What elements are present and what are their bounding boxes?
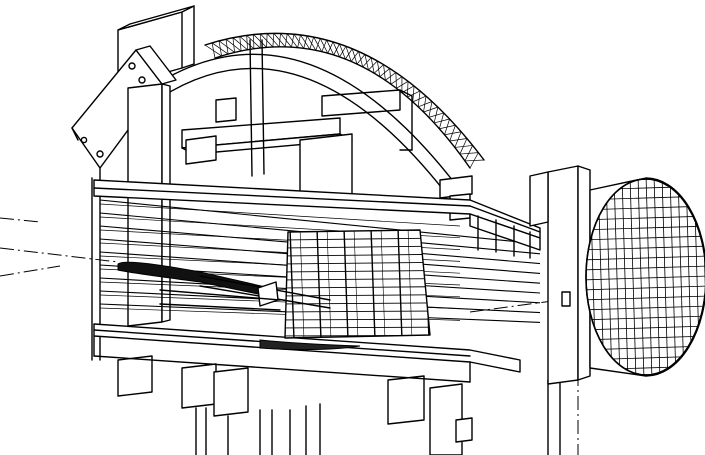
- bolt-icon: [80, 136, 88, 144]
- bolt-icon: [138, 76, 146, 84]
- calorimeter-module-grid: [284, 229, 431, 339]
- support-legs: [117, 355, 561, 455]
- bolt-icon: [128, 62, 136, 70]
- end-cap-cylinder: [585, 177, 705, 377]
- inner-tracker-tube: [117, 261, 331, 311]
- port-slot: [561, 291, 571, 307]
- bolt-icon: [96, 150, 104, 158]
- right-pillar: [455, 165, 591, 443]
